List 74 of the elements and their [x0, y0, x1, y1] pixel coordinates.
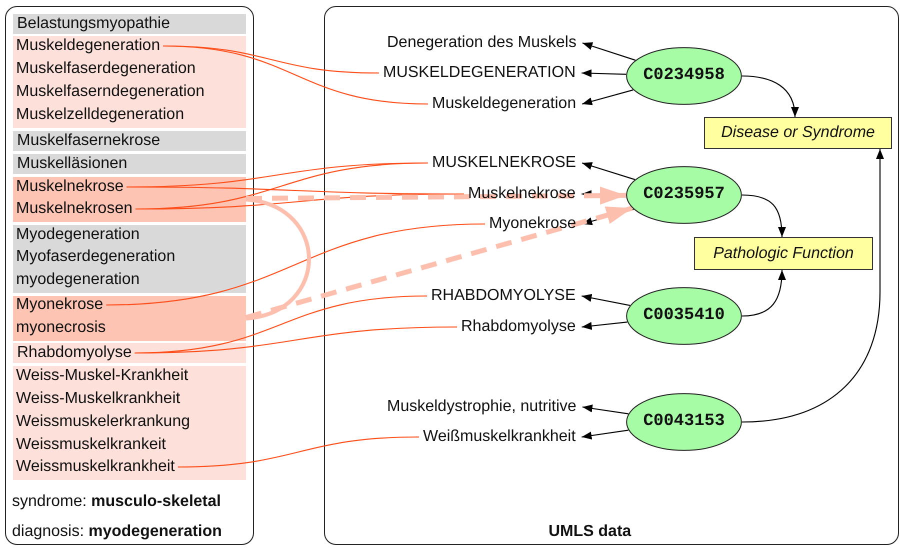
panel [5, 6, 254, 545]
link-line [106, 223, 486, 306]
term-label: Weiss-Muskelkrankheit [16, 389, 180, 409]
term-label: MUSKELDEGENERATION [383, 63, 576, 83]
finding-line: diagnosis: myodegeneration [12, 522, 222, 542]
term-label: RHABDOMYOLYSE [431, 286, 576, 306]
term-label: Weißmuskelkrankheit [423, 427, 576, 447]
term-label: Muskeldegeneration [432, 94, 576, 114]
concept-code: C0043153 [643, 412, 725, 432]
arrow [582, 404, 628, 414]
semantic-type-label: Disease or Syndrome [721, 123, 875, 143]
term-label: Weissmuskelkrankeit [16, 435, 166, 455]
term-label: Muskelzelldegeneration [16, 105, 184, 125]
term-label: Muskelnekrose [16, 177, 124, 197]
link-line [163, 45, 428, 105]
term-label: myodegeneration [16, 270, 140, 290]
arrow [582, 294, 630, 306]
term-label: Muskelnekrosen [16, 199, 132, 219]
term-label: Rhabdomyolyse [461, 317, 576, 337]
term-label: Myofaserdegeneration [16, 247, 176, 267]
semantic-type-label: Pathologic Function [713, 244, 854, 264]
concept-code: C0235957 [643, 185, 725, 205]
dashed-arrow [246, 186, 626, 205]
concept-ellipse [626, 287, 742, 345]
link-line [178, 436, 420, 468]
arrow [742, 194, 786, 238]
arrow [582, 69, 626, 78]
term-label: Muskelfasernekrose [17, 131, 160, 151]
term-label: myonecrosis [16, 318, 106, 338]
panel [324, 6, 899, 545]
term-label: Denegeration des Muskels [387, 33, 576, 53]
synonym-band [13, 131, 246, 151]
synonym-band [13, 177, 246, 222]
term-label: Muskelfaserdegeneration [16, 59, 196, 79]
term-label: Weiss-Muskel-Krankheit [16, 366, 188, 386]
term-label: Muskelläsionen [17, 154, 128, 174]
panel-title: UMLS data [548, 522, 632, 542]
synonym-band [13, 343, 246, 363]
finding-line: syndrome: musculo-skeletal [12, 492, 221, 512]
term-label: Myonekrose [489, 214, 576, 234]
arrow [582, 162, 636, 180]
term-label: Weissmuskelerkrankung [16, 412, 190, 432]
term-label: Belastungsmyopathie [17, 14, 170, 34]
term-label: Myonekrose [16, 295, 104, 315]
arc-connector [246, 198, 311, 320]
synonym-band [13, 225, 246, 293]
arrow [582, 322, 628, 330]
semantic-type-box [704, 117, 892, 149]
arrow [582, 42, 636, 61]
term-label: MUSKELNEKROSE [432, 153, 576, 173]
term-label: Weissmuskelkrankheit [16, 457, 175, 477]
link-line [134, 326, 457, 354]
concept-ellipse [626, 47, 742, 105]
synonym-band [13, 296, 246, 341]
arrow [742, 149, 884, 423]
concept-code: C0234958 [643, 66, 725, 86]
concept-ellipse [626, 393, 742, 451]
synonym-band [13, 366, 246, 480]
arrow [742, 75, 798, 118]
term-label: Rhabdomyolyse [17, 343, 132, 363]
term-label: Muskeldystrophie, nutritive [387, 397, 576, 417]
semantic-type-box [694, 237, 873, 270]
synonym-band [13, 154, 246, 174]
term-label: Myodegeneration [16, 225, 140, 245]
arrow [582, 430, 628, 440]
arrow [742, 270, 786, 317]
term-label: Muskeldegeneration [16, 36, 160, 56]
term-label: Muskelnekrose [468, 184, 576, 204]
concept-code: C0035410 [643, 306, 725, 326]
synonym-band [13, 36, 246, 128]
term-label: Muskelfaserndegeneration [16, 82, 205, 102]
concept-ellipse [626, 166, 742, 224]
arrow [582, 89, 634, 106]
synonym-band [13, 14, 246, 34]
